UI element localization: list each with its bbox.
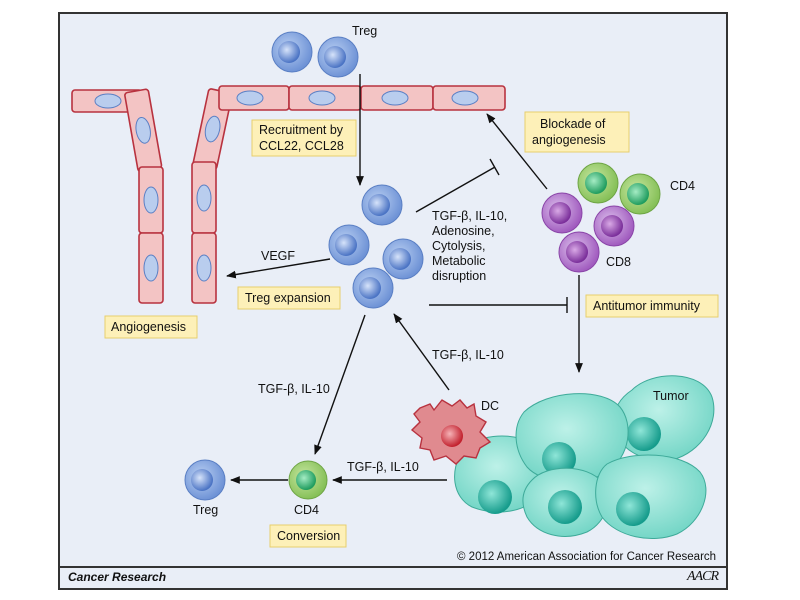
svg-text:angiogenesis: angiogenesis [532, 133, 606, 147]
cd4-cell [619, 173, 661, 215]
cd8-cell [593, 205, 635, 247]
vessel-cell [124, 88, 163, 173]
label-cd4-bottom: CD4 [294, 503, 319, 517]
arrow-dc-treg [393, 313, 450, 391]
label-tumor: Tumor [653, 389, 689, 403]
blood-vessel [71, 85, 506, 304]
diagram-canvas: Treg Recruitment by CCL22, CCL28 VEGF Tr… [71, 24, 719, 563]
svg-text:Recruitment by: Recruitment by [259, 123, 344, 137]
arrow-vegf [226, 258, 331, 279]
treg-expansion-label: Treg expansion [237, 286, 341, 310]
blockade-label: Blockade of angiogenesis [524, 111, 630, 153]
inhibit-antitumor [429, 297, 568, 313]
svg-text:disruption: disruption [432, 269, 486, 283]
vessel-cell [288, 85, 362, 111]
antitumor-immunity-label: Antitumor immunity [585, 294, 719, 318]
treg-cell [352, 267, 394, 309]
suppression-mechanisms: TGF-β, IL-10, Adenosine, Cytolysis, Meta… [432, 209, 507, 283]
label-cd4-top: CD4 [670, 179, 695, 193]
vessel-cell [138, 232, 164, 304]
diagram-frame: Treg Recruitment by CCL22, CCL28 VEGF Tr… [58, 12, 728, 590]
cd8-cell [541, 192, 583, 234]
copyright: © 2012 American Association for Cancer R… [457, 551, 716, 563]
tumor-mass [454, 375, 715, 540]
vessel-cell [191, 161, 217, 234]
aacr-logo: AACR [687, 569, 719, 584]
vessel-cell [360, 85, 434, 111]
recruitment-label: Recruitment by CCL22, CCL28 [251, 119, 357, 157]
treg-cell [317, 36, 359, 78]
vessel-cell [218, 85, 290, 111]
tumor-cell [515, 393, 629, 483]
svg-text:Treg expansion: Treg expansion [245, 291, 331, 305]
svg-text:Adenosine,: Adenosine, [432, 224, 495, 238]
svg-text:Conversion: Conversion [277, 529, 340, 543]
svg-text:Cytolysis,: Cytolysis, [432, 239, 485, 253]
label-conversion-signal-bottom: TGF-β, IL-10 [347, 460, 419, 474]
cd8-cell [558, 231, 600, 273]
treg-cell [328, 224, 370, 266]
label-dc-signal: TGF-β, IL-10 [432, 348, 504, 362]
tumor-cell [522, 467, 609, 537]
angiogenesis-label: Angiogenesis [104, 315, 198, 339]
journal-name: Cancer Research [68, 570, 167, 584]
treg-cell-bottom [184, 459, 226, 501]
svg-text:TGF-β, IL-10,: TGF-β, IL-10, [432, 209, 507, 223]
cd4-cell [577, 162, 619, 204]
vessel-cell [191, 232, 217, 304]
footer-bar: Cancer Research AACR [60, 566, 726, 588]
treg-cell [382, 238, 424, 280]
treg-cell [271, 31, 313, 73]
tumor-cell [595, 454, 707, 540]
label-vegf: VEGF [261, 249, 295, 263]
svg-text:Metabolic: Metabolic [432, 254, 486, 268]
label-treg-bottom: Treg [193, 503, 218, 517]
label-dc: DC [481, 399, 499, 413]
conversion-label: Conversion [269, 524, 347, 548]
arrow-blockade [486, 113, 548, 190]
vessel-cell [432, 85, 506, 111]
svg-text:Angiogenesis: Angiogenesis [111, 320, 186, 334]
dc-cell [410, 399, 492, 465]
treg-cell [361, 184, 403, 226]
cd4-cell-bottom [288, 460, 328, 500]
svg-text:CCL22, CCL28: CCL22, CCL28 [259, 139, 344, 153]
svg-text:Antitumor immunity: Antitumor immunity [593, 299, 701, 313]
vessel-cell [138, 166, 164, 234]
arrow-treg-cd4 [314, 314, 366, 455]
svg-text:Blockade of: Blockade of [540, 117, 606, 131]
label-cd8: CD8 [606, 255, 631, 269]
label-treg-top: Treg [352, 24, 377, 38]
inhibit-blockade [415, 158, 500, 213]
label-conversion-signal-left: TGF-β, IL-10 [258, 382, 330, 396]
